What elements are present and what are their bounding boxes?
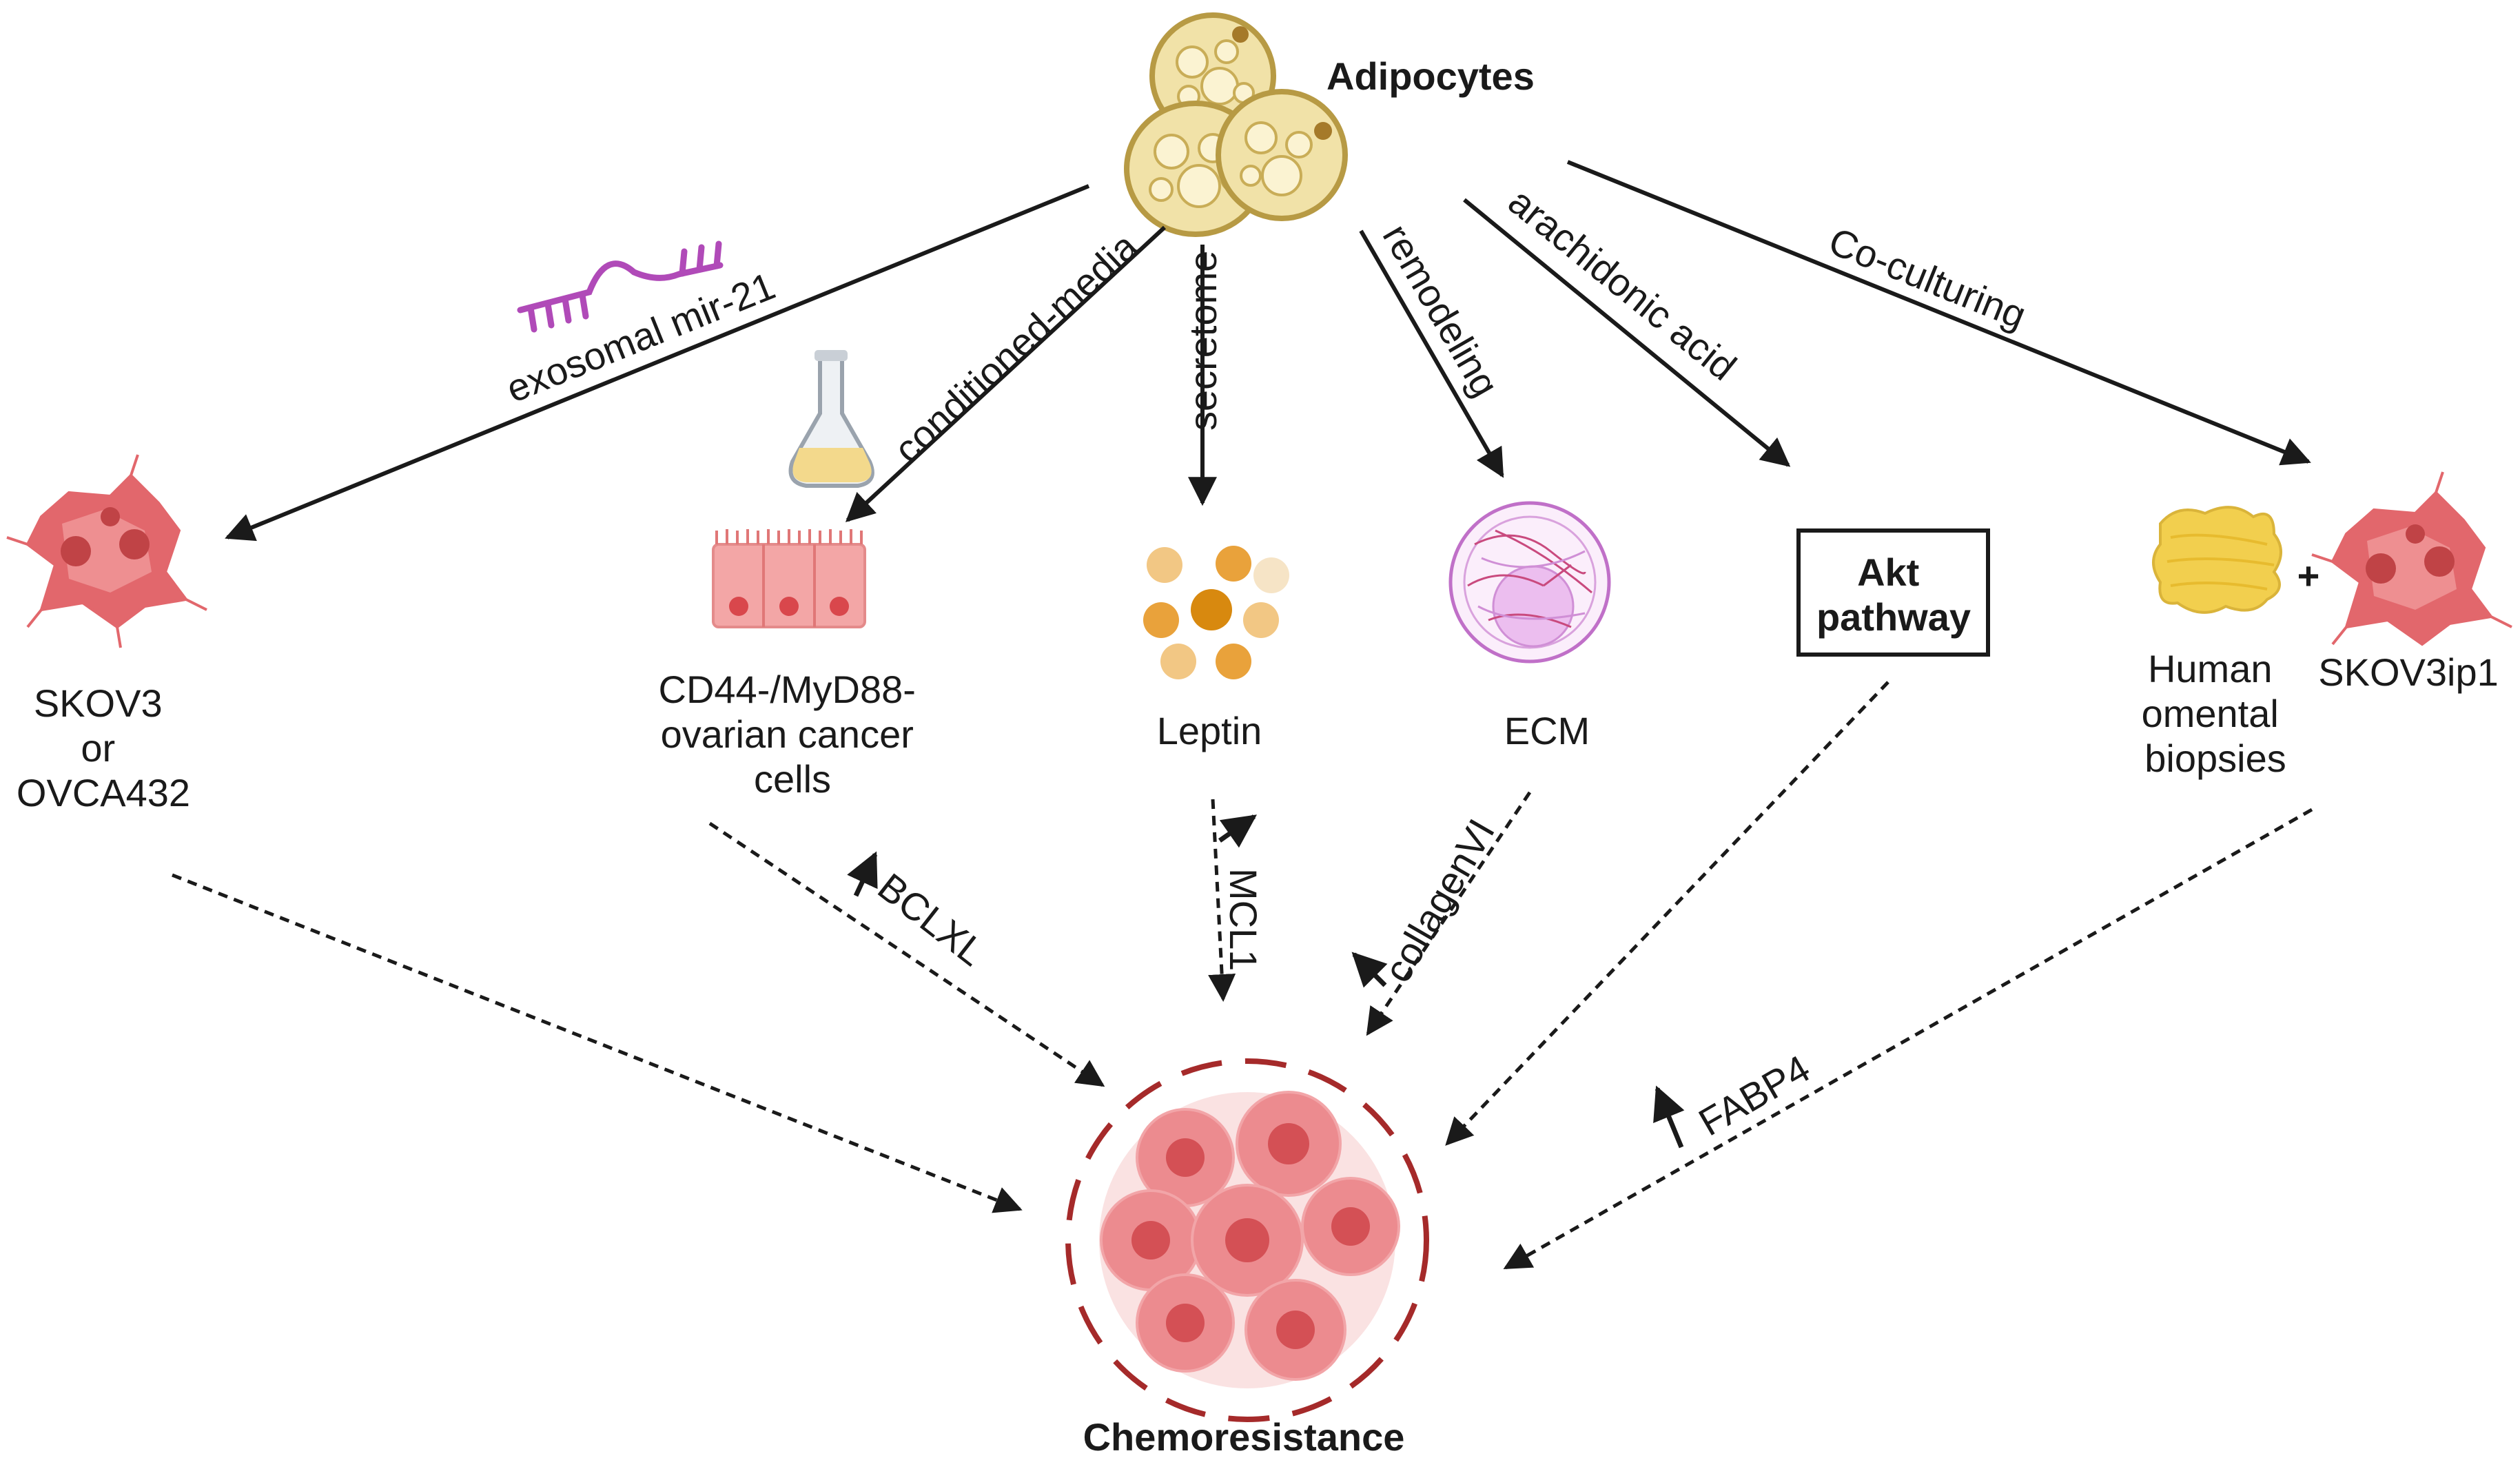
pathway-label-arachidonic: arachidonic acid [1500,179,1744,389]
mechanism-label-collagen: collagenVI [1375,812,1503,989]
mirna-icon [517,240,724,333]
target-label-ecm: ECM [1504,709,1590,752]
mechanism-label-mcl1: MCL1 [1222,868,1265,971]
mechanism-label-fabp4: FABP4 [1692,1047,1817,1144]
plus-sign: + [2297,554,2320,597]
pathway-label-conditioned-media: conditioned-media [885,224,1146,471]
omental-tissue-icon [2152,506,2282,614]
cancer-cell-icon [6,454,207,648]
dashed-arrow-leptin [1208,799,1236,1002]
target-label-skov3: SKOV3 or OVCA432 [17,681,190,814]
pathway-label-secretome: secretome [1181,251,1225,431]
skov3ip1-cell-icon [2311,471,2512,646]
akt-pathway-box [1796,528,1990,657]
target-label-omental: Human omental biopsies [2142,647,2290,780]
mechanism-fabp4: FABP4 [1653,1047,1817,1149]
mechanism-mcl1: MCL1 [1218,814,1265,971]
target-label-cd44: CD44-/MyD88- ovarian cancer cells [659,668,927,801]
arrow-remodeling [1359,229,1504,478]
tumor-icon [1065,1058,1429,1422]
adipocyte-cluster-icon [1124,12,1348,237]
mechanism-bclxl: BCLXL [847,851,994,974]
arrow-coculturing [1566,160,2311,466]
target-label-leptin: Leptin [1157,709,1262,752]
pathway-label-remodeling: remodeling [1375,217,1508,404]
epithelial-cells-icon [712,529,866,628]
leptin-particles-icon [1143,546,1289,679]
pathway-label-exosomal: exosomal mir-21 [500,264,781,411]
dashed-arrow-akt [1445,681,1889,1146]
dashed-arrows [172,681,2313,1270]
ecm-icon [1448,501,1611,664]
partner-label-skov3ip1: SKOV3ip1 [2318,650,2499,694]
arrow-arachidonic [1463,198,1791,467]
solid-arrows [225,160,2311,542]
dashed-arrow-coculture [1503,808,2313,1270]
chemoresistance-label: Chemoresistance [1083,1415,1405,1459]
arrow-exosomal [225,184,1090,542]
mechanism-label-bclxl: BCLXL [870,865,994,974]
adipocytes-label: Adipocytes [1326,54,1535,98]
dashed-arrow-skov3 [172,873,1023,1213]
dashed-arrow-cd44 [708,821,1105,1087]
target-label-akt: Akt pathway [1816,551,1971,639]
mechanism-collagen: collagenVI [1351,812,1503,989]
arrow-conditioned-media [845,225,1167,522]
flask-icon [788,350,874,488]
